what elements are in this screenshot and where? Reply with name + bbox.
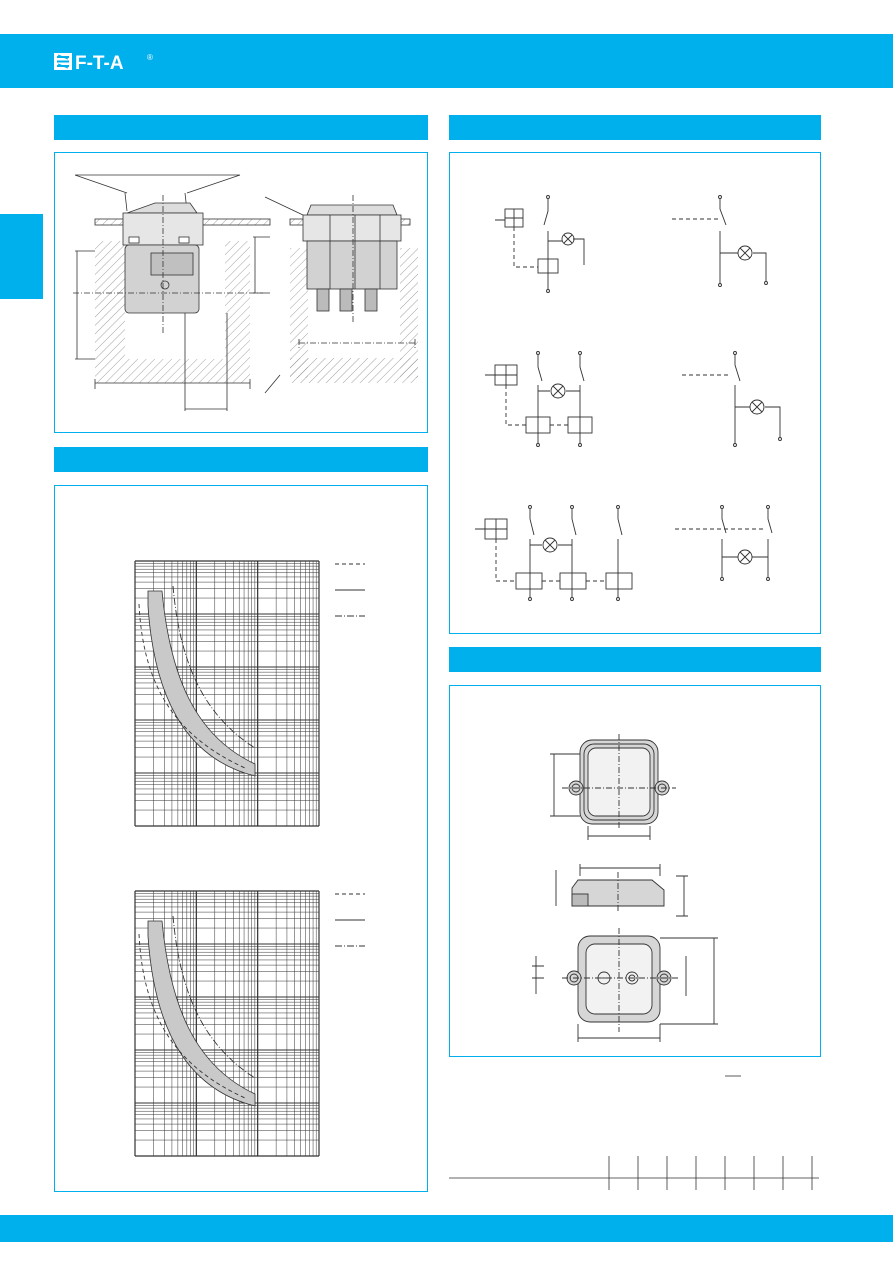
- dash-dot-series-line: [172, 585, 256, 749]
- circuit-3pole-magnetic: [675, 505, 773, 581]
- circuit-2pole-magnetic: [682, 351, 782, 447]
- tripping-band: [147, 590, 256, 777]
- circuit-2pole-thermal: [485, 351, 593, 447]
- ordering-table-grid: [449, 1075, 819, 1190]
- dimension-drawing: [73, 174, 418, 411]
- dimensions-panel: [54, 152, 428, 433]
- fta-logo-icon: F-T-A ®: [54, 53, 153, 72]
- footer-band: [0, 1215, 893, 1242]
- side-tab: [0, 214, 43, 299]
- dashed-series-line: [138, 603, 246, 769]
- section-bar-circuit-diagrams: [449, 115, 821, 140]
- section-bar-tripping-curves: [54, 447, 428, 472]
- ordering-table: [449, 1060, 821, 1190]
- logo-text: F-T-A: [75, 53, 124, 72]
- tripping-curves-panel: [54, 485, 428, 1192]
- accessories-panel: [449, 685, 821, 1057]
- circuit-1pole-magnetic: [672, 195, 768, 287]
- section-bar-accessories: [449, 647, 821, 672]
- circuit-3pole-thermal: [475, 505, 633, 601]
- circuit-diagrams-panel: [449, 152, 821, 634]
- circuit-1pole-thermal: [495, 195, 585, 293]
- tripping-curve-chart-1: [134, 560, 365, 827]
- cover-side-view: [555, 864, 688, 917]
- dashed-series-line: [138, 933, 246, 1099]
- section-bar-dimensions: [54, 115, 428, 140]
- chart-legend: [335, 893, 365, 947]
- chart-grid: [134, 890, 320, 1157]
- registered-mark: ®: [147, 53, 153, 62]
- splash-cover-drawing: [532, 734, 718, 1042]
- circuit-schematics: [475, 195, 782, 601]
- company-logo: F-T-A ®: [54, 52, 154, 72]
- tripping-curve-chart-2: [134, 890, 365, 1157]
- header-band: [0, 34, 893, 88]
- cover-front-view: [532, 928, 718, 1042]
- cover-top-view: [550, 734, 676, 840]
- chart-legend: [335, 563, 365, 617]
- dash-dot-series-line: [172, 915, 256, 1079]
- tripping-band: [147, 920, 256, 1107]
